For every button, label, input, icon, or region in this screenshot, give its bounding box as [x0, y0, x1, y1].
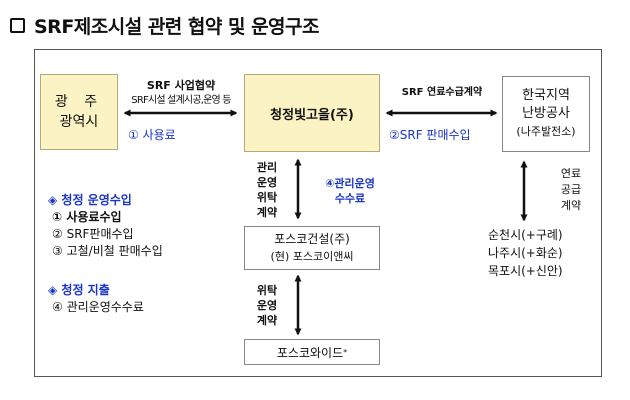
node-cheongjeong-label: 청정빛고을(주) — [270, 107, 354, 123]
edge-label-line: 수수료 — [334, 192, 366, 205]
edge-label-line: 위탁 — [256, 191, 278, 204]
node-posco-wide-label: 포스코와이드 — [276, 345, 344, 360]
node-posco-wide-mark: * — [343, 347, 348, 357]
edge-label-line: 계약 — [256, 314, 278, 327]
title-row: SRF제조시설 관련 협약 및 운영구조 — [10, 10, 320, 40]
edge-label-line: 계약 — [560, 199, 582, 212]
node-kdhc: 한국지역 난방공사 (나주발전소) — [502, 76, 590, 152]
city-item: 목포시(+신안) — [488, 264, 563, 278]
edge-label-line: 운영 — [256, 176, 278, 189]
edge-label-management-contract: 관리 운영 위탁 계약 — [250, 160, 284, 220]
edge-label-line: 운영 — [256, 299, 278, 312]
income-item: ③ 고철/비철 판매수입 — [52, 244, 163, 258]
node-gwangju: 광 주 광역시 — [40, 74, 118, 150]
node-posco-enc-line1: 포스코건설(주) — [274, 232, 350, 246]
income-section: ◈ 청정 운영수입 ① 사용료수입 ② SRF판매수입 ③ 고철/비철 판매수입 — [48, 192, 163, 260]
edge-label-management-fee: ④관리운영 수수료 — [312, 176, 388, 206]
city-item: 나주시(+화순) — [488, 246, 563, 260]
node-posco-enc: 포스코건설(주) (현) 포스코이앤씨 — [244, 226, 380, 270]
node-gwangju-line2: 광역시 — [59, 114, 99, 130]
edge-label-srf-agreement: SRF 사업협약 — [146, 79, 216, 92]
node-cheongjeong: 청정빛고을(주) — [244, 74, 380, 152]
edge-label-line: 연료 — [560, 167, 582, 180]
node-gwangju-line1: 광 주 — [54, 94, 104, 110]
node-posco-enc-line2: (현) 포스코이앤씨 — [270, 250, 354, 263]
node-posco-wide: 포스코와이드* — [244, 339, 380, 365]
node-kdhc-line2: 난방공사 — [522, 106, 570, 121]
expense-item: ④ 관리운영수수료 — [52, 300, 144, 314]
edge-label-line: 공급 — [560, 183, 582, 196]
city-item: 순천시(+구례) — [488, 228, 563, 242]
expense-section: ◈ 청정 지출 ④ 관리운영수수료 — [48, 282, 144, 316]
edge-label-srf-sales: ②SRF 판매수입 — [389, 128, 471, 142]
income-item: ① 사용료수입 — [52, 210, 122, 224]
edge-label-usage-fee: ① 사용료 — [128, 128, 176, 142]
edge-label-srf-facility: SRF시설 설계시공,운영 등 — [131, 95, 231, 106]
edge-label-line: 계약 — [256, 206, 278, 219]
income-header: ◈ 청정 운영수입 — [48, 193, 132, 207]
edge-label-line: ④관리운영 — [325, 177, 375, 190]
edge-label-outsourcing-contract: 위탁 운영 계약 — [250, 283, 284, 328]
checkbox-icon — [10, 17, 25, 33]
city-list: 순천시(+구례) 나주시(+화순) 목포시(+신안) — [488, 226, 563, 280]
expense-header: ◈ 청정 지출 — [48, 283, 110, 297]
income-item: ② SRF판매수입 — [52, 227, 134, 241]
edge-label-fuel-supply: 연료 공급 계약 — [554, 166, 588, 214]
node-kdhc-line1: 한국지역 — [522, 88, 570, 103]
edge-label-line: 위탁 — [256, 284, 278, 297]
node-kdhc-line3: (나주발전소) — [516, 125, 576, 138]
diagram-frame — [34, 49, 602, 377]
edge-label-line: 관리 — [256, 161, 278, 174]
page-title: SRF제조시설 관련 협약 및 운영구조 — [34, 15, 320, 38]
edge-label-fuel-contract: SRF 연료수급계약 — [401, 87, 483, 98]
